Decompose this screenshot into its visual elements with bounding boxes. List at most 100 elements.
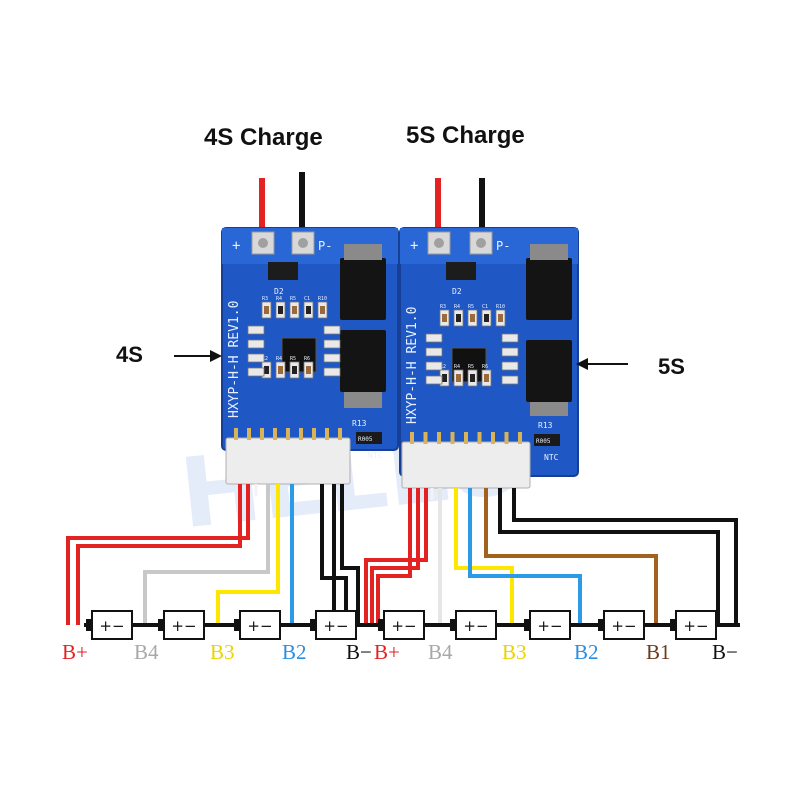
title-4s-charge: 4S Charge bbox=[204, 124, 323, 151]
wire-right-bplus-red-3 bbox=[364, 488, 428, 625]
wire-right-b3-yellow bbox=[454, 488, 514, 625]
diode-right bbox=[446, 262, 476, 280]
wire-left-b3-yellow bbox=[216, 484, 280, 625]
smd-label: R4 bbox=[454, 304, 460, 310]
smd-part-side bbox=[425, 333, 443, 343]
connector-pin bbox=[518, 432, 522, 444]
smd-part-side bbox=[501, 375, 519, 385]
smd-label: R10 bbox=[496, 304, 505, 310]
smd-part-side bbox=[247, 353, 265, 363]
smd-part-side bbox=[425, 375, 443, 385]
connector-pin bbox=[312, 428, 316, 440]
smd-label: R5 bbox=[290, 356, 296, 362]
smd-part-side bbox=[323, 339, 341, 349]
shunt-left bbox=[356, 432, 382, 444]
wire-right-b2-blue bbox=[468, 488, 582, 625]
balance-connector-left bbox=[225, 437, 351, 485]
terminal-label: B+ bbox=[374, 640, 400, 664]
d2-right-label: D2 bbox=[452, 287, 462, 296]
wire-right-bminus-black-2 bbox=[512, 488, 738, 625]
wire-left-bplus-red-inner bbox=[76, 484, 242, 625]
battery-cell: +− bbox=[450, 610, 497, 640]
smd-label: R3 bbox=[262, 296, 268, 302]
label-5s: 5S bbox=[658, 354, 685, 379]
cell-terminal bbox=[158, 619, 164, 631]
wire-left-bplus-red-outer bbox=[66, 484, 250, 625]
mosfet-right-bottom-tab bbox=[530, 402, 568, 416]
balance-connector-right bbox=[401, 441, 531, 489]
cell-polarity: +− bbox=[391, 617, 416, 635]
cell-polarity: +− bbox=[463, 617, 488, 635]
battery-cell: +− bbox=[378, 610, 425, 640]
d2-left-label: D2 bbox=[274, 287, 284, 296]
connector-pin bbox=[325, 428, 329, 440]
smd-label: R5 bbox=[290, 296, 296, 302]
cell-polarity: +− bbox=[323, 617, 348, 635]
smd-body bbox=[264, 306, 269, 314]
smd-part-side bbox=[323, 353, 341, 363]
smd-body bbox=[320, 306, 325, 314]
connector-pin bbox=[260, 428, 264, 440]
terminal-label: B3 bbox=[502, 640, 527, 664]
cell-polarity: +− bbox=[99, 617, 124, 635]
cell-terminal bbox=[234, 619, 240, 631]
ntc-left-label: NTC bbox=[368, 451, 383, 460]
pad-plus-right-hole bbox=[434, 238, 444, 248]
connector-pins-left bbox=[234, 428, 342, 440]
smd-body bbox=[292, 366, 297, 374]
cell-body bbox=[675, 610, 717, 640]
label-4s: 4S bbox=[116, 342, 143, 367]
pad-plus-right-label: + bbox=[410, 238, 418, 254]
cell-polarity: +− bbox=[611, 617, 636, 635]
diode-left bbox=[268, 262, 298, 280]
connector-pin bbox=[338, 428, 342, 440]
pad-minus-left-label: P- bbox=[318, 239, 332, 253]
smd-part-side bbox=[323, 325, 341, 335]
arrow-right bbox=[576, 358, 628, 370]
wire-right-bplus-red-1 bbox=[370, 488, 420, 625]
cell-body bbox=[383, 610, 425, 640]
smd-body bbox=[442, 374, 447, 382]
terminal-label: B+ bbox=[62, 640, 88, 664]
cell-terminal bbox=[378, 619, 384, 631]
smd-label: R4 bbox=[454, 364, 460, 370]
battery-cell: +− bbox=[234, 610, 281, 640]
smd-body bbox=[306, 306, 311, 314]
mosfet-left-bottom-tab bbox=[344, 392, 382, 408]
cell-polarity: +− bbox=[537, 617, 562, 635]
mosfet-right-bottom bbox=[526, 340, 572, 402]
pad-plus-left-label: + bbox=[232, 238, 240, 254]
r005-left-label: R005 bbox=[358, 436, 373, 443]
r13-right-label: R13 bbox=[538, 421, 553, 430]
smd-label: R10 bbox=[318, 296, 327, 302]
smd-body bbox=[292, 306, 297, 314]
smd-part-side bbox=[247, 325, 265, 335]
smd-body bbox=[456, 314, 461, 322]
smd-part-side bbox=[323, 367, 341, 377]
connector-pin bbox=[477, 432, 482, 444]
rev-label-left: HXYP-H-H REV1.0 bbox=[227, 301, 242, 418]
smd-body bbox=[484, 374, 489, 382]
terminal-label: B4 bbox=[428, 640, 453, 664]
smd-label: C1 bbox=[482, 304, 488, 310]
smd-part-side bbox=[501, 361, 519, 371]
smd-part-side bbox=[247, 339, 265, 349]
balance-wires-right bbox=[364, 488, 738, 625]
smd-part-side bbox=[425, 361, 443, 371]
cell-terminal bbox=[86, 619, 92, 631]
shunt-right bbox=[534, 434, 560, 446]
smd-body bbox=[442, 314, 447, 322]
connector-pin bbox=[273, 428, 277, 440]
smd-body bbox=[278, 366, 283, 374]
pad-minus-right-hole bbox=[476, 238, 486, 248]
cell-terminal bbox=[598, 619, 604, 631]
smd-body bbox=[456, 374, 461, 382]
cell-polarity: +− bbox=[171, 617, 196, 635]
terminal-label: B2 bbox=[574, 640, 599, 664]
balance-wires-left bbox=[66, 484, 360, 625]
wire-left-bminus-black-2 bbox=[320, 484, 348, 625]
smd-label: C1 bbox=[304, 296, 310, 302]
